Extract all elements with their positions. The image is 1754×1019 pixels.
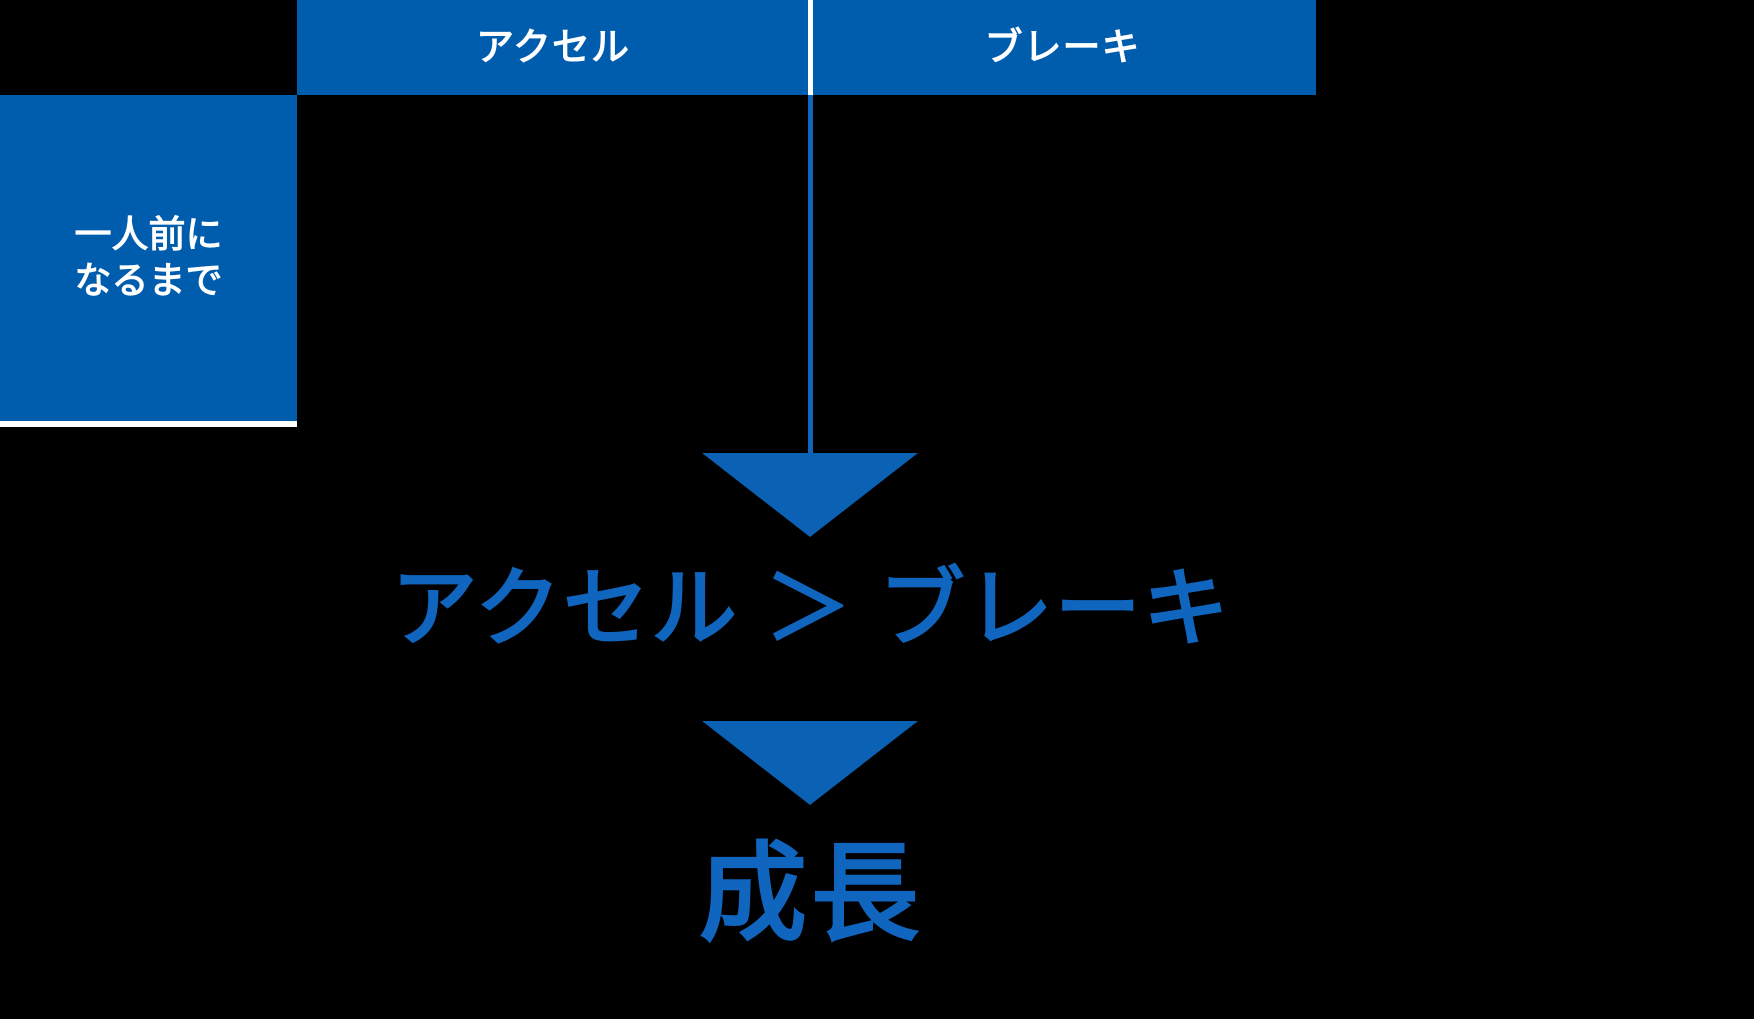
down-triangle-arrow-2 xyxy=(702,721,918,805)
result-text: 成長 xyxy=(698,833,923,954)
left-label-box: 一人前に なるまで xyxy=(0,95,297,427)
down-triangle-arrow-1 xyxy=(702,453,918,537)
header-cell-brake-label: ブレーキ xyxy=(984,26,1141,69)
vertical-connector-line xyxy=(808,95,813,457)
header-cell-accel-label: アクセル xyxy=(475,26,631,69)
header-cell-brake: ブレーキ xyxy=(809,0,1316,95)
left-label-box-text: 一人前に なるまで xyxy=(74,213,223,301)
header-bar: アクセル ブレーキ xyxy=(297,0,1316,95)
header-column-divider xyxy=(808,0,813,95)
headline-text: アクセル ＞ ブレーキ xyxy=(391,561,1231,657)
header-cell-accel: アクセル xyxy=(297,0,809,95)
